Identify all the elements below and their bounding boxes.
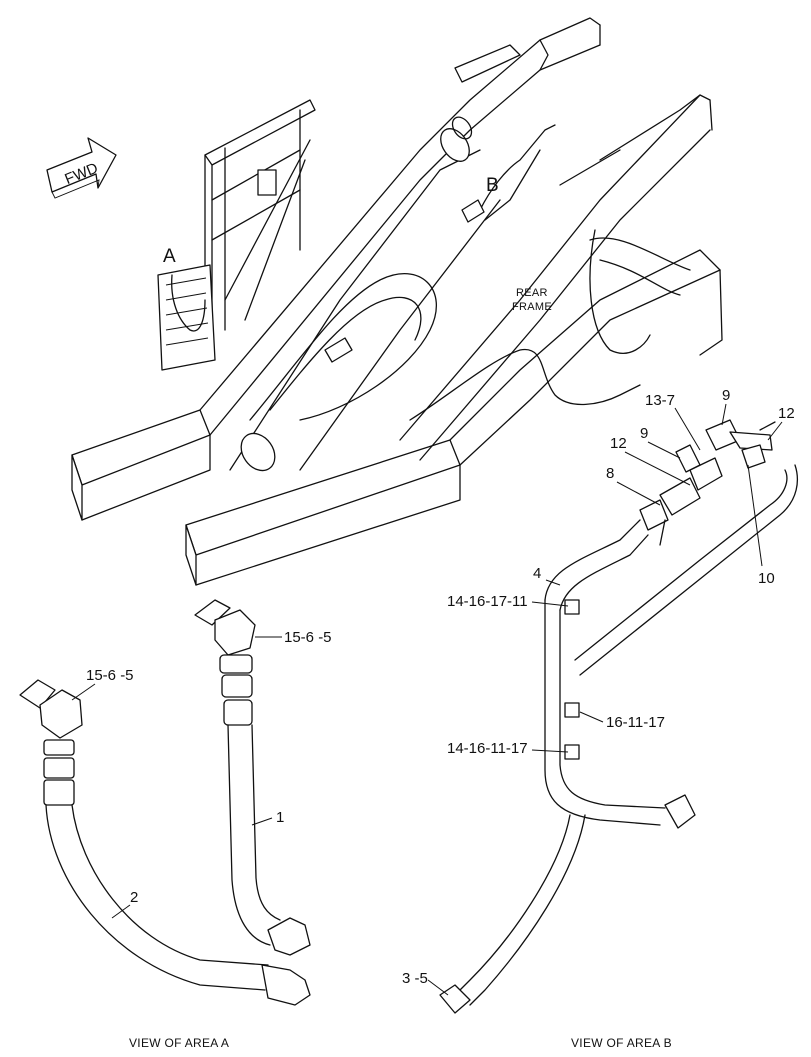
- callout-14-16-17-11: 14-16-17-11: [447, 593, 528, 610]
- callout-1: 1: [276, 809, 284, 826]
- area-a-detail: [19, 599, 311, 1006]
- fwd-arrow-icon: FWD: [46, 137, 117, 199]
- callout-15-6-5-left: 15-6 -5: [86, 667, 134, 684]
- rear-frame-drawing: [71, 17, 723, 586]
- rear-frame-label-line2: FRAME: [512, 301, 552, 313]
- callout-9-left: 9: [640, 425, 648, 442]
- callout-12-left: 12: [610, 435, 627, 452]
- callout-9-right: 9: [722, 387, 730, 404]
- callout-10: 10: [758, 570, 775, 587]
- callout-13-7: 13-7: [645, 392, 675, 409]
- callouts: 15-6 -5 15-6 -5 1 2 9 12 13-7 9 12 8 10 …: [71, 387, 795, 996]
- callout-12-right: 12: [778, 405, 795, 422]
- area-a-label: A: [163, 246, 176, 267]
- callout-16-11-17: 16-11-17: [606, 714, 665, 731]
- callout-4: 4: [533, 565, 541, 582]
- area-b-detail: [439, 419, 798, 1014]
- caption-view-of-area-a: VIEW OF AREA A: [129, 1036, 229, 1050]
- callout-3-5: 3 -5: [402, 970, 428, 987]
- callout-15-6-5-top: 15-6 -5: [284, 629, 332, 646]
- callout-14-16-11-17: 14-16-11-17: [447, 740, 528, 757]
- callout-2: 2: [130, 889, 138, 906]
- rear-frame-label-line1: REAR: [516, 287, 548, 299]
- callout-8: 8: [606, 465, 614, 482]
- caption-view-of-area-b: VIEW OF AREA B: [571, 1036, 672, 1050]
- area-b-label: B: [486, 175, 499, 196]
- area-a-bracket-drawing: A: [157, 99, 316, 371]
